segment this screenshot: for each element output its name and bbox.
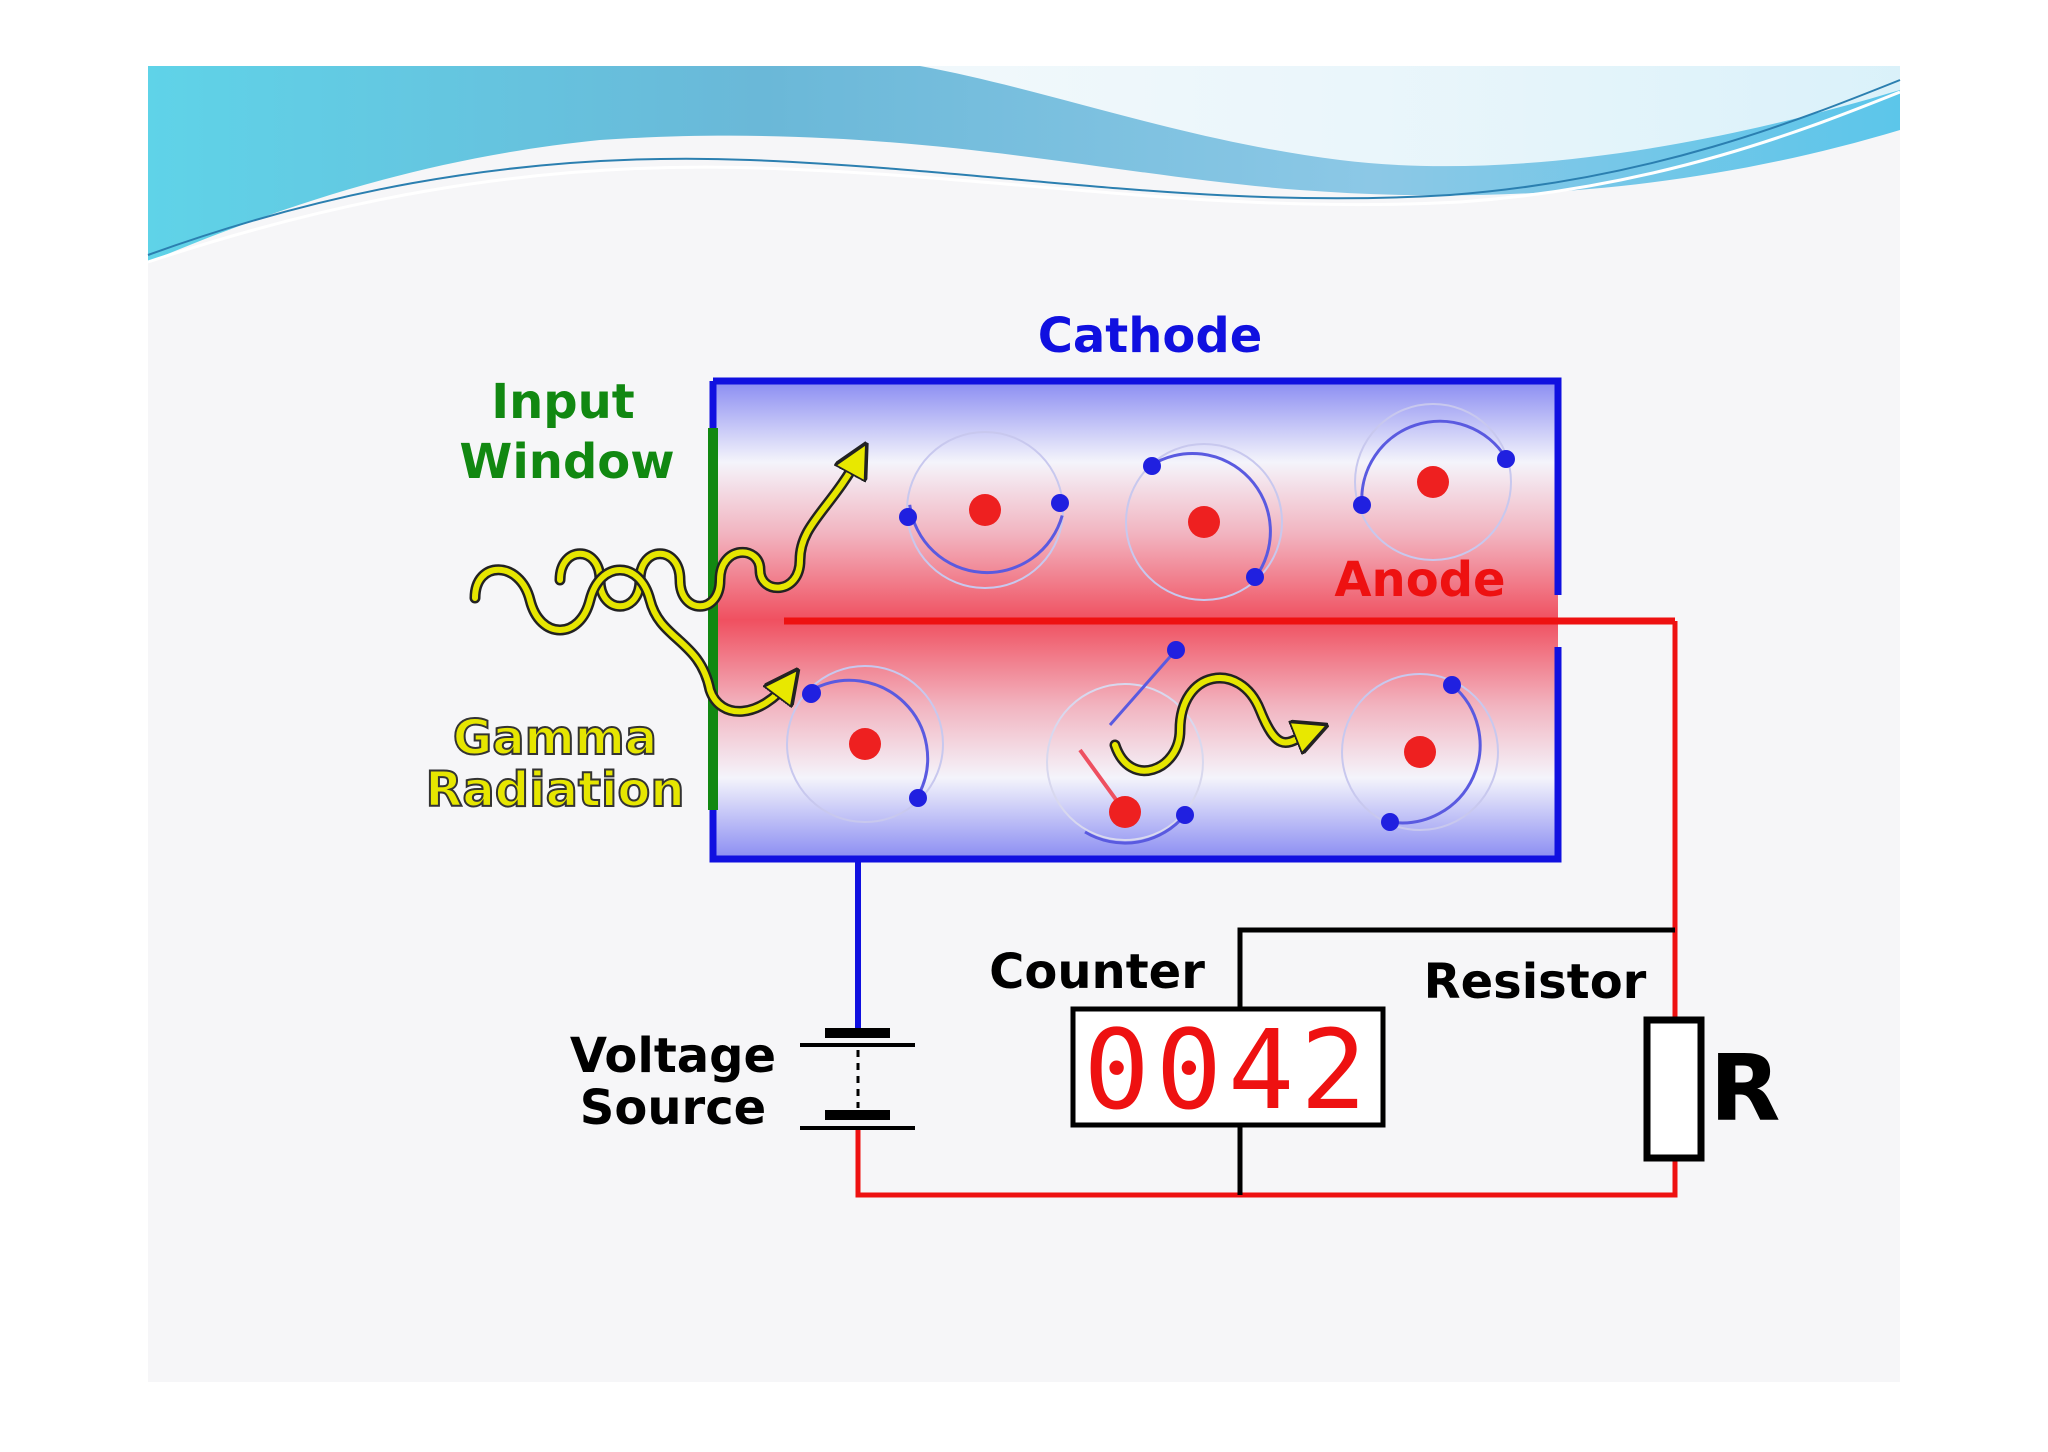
- anode-label: Anode: [1334, 552, 1505, 608]
- electron: [1443, 676, 1461, 694]
- electron: [1353, 496, 1371, 514]
- atom: [899, 431, 1069, 589]
- resistor-symbol: [1643, 1016, 1705, 1162]
- gamma-rays: [469, 455, 1315, 777]
- nucleus: [1404, 736, 1436, 768]
- atom: [1125, 443, 1283, 601]
- resistor-symbol-label: R: [1710, 1035, 1781, 1142]
- counter-digits: 0042: [1084, 1006, 1373, 1134]
- voltage-label-line1: Voltage: [570, 1028, 776, 1084]
- cathode-label: Cathode: [1038, 308, 1263, 364]
- electron: [1381, 813, 1399, 831]
- electron: [899, 508, 917, 526]
- electron: [1497, 450, 1515, 468]
- circuit: [855, 621, 1678, 1198]
- electron: [803, 684, 821, 702]
- nucleus: [1109, 796, 1141, 828]
- atom: [1353, 403, 1515, 561]
- electron: [1176, 806, 1194, 824]
- electron: [1143, 457, 1161, 475]
- atom: [1341, 673, 1499, 831]
- nucleus: [1417, 466, 1449, 498]
- voltage-label-line2: Source: [580, 1080, 766, 1136]
- counter-label: Counter: [989, 944, 1205, 1000]
- counter-display: 0042: [1070, 1006, 1386, 1134]
- nucleus: [1188, 506, 1220, 538]
- voltage-source-symbol: [800, 1028, 915, 1130]
- electron: [1246, 568, 1264, 586]
- resistor-label: Resistor: [1424, 954, 1647, 1010]
- electron: [1051, 494, 1069, 512]
- atom-ionized: [1046, 641, 1204, 845]
- nucleus: [969, 494, 1001, 526]
- gamma-label-line1: Gamma: [453, 710, 657, 766]
- nucleus: [849, 728, 881, 760]
- gamma-label-line2: Radiation: [425, 762, 684, 818]
- input-window-label-line2: Window: [459, 434, 674, 490]
- banner-waves: [147, 66, 1901, 264]
- atoms: [786, 403, 1515, 845]
- electron: [909, 789, 927, 807]
- input-window-label-line1: Input: [491, 374, 635, 430]
- electron: [1167, 641, 1185, 659]
